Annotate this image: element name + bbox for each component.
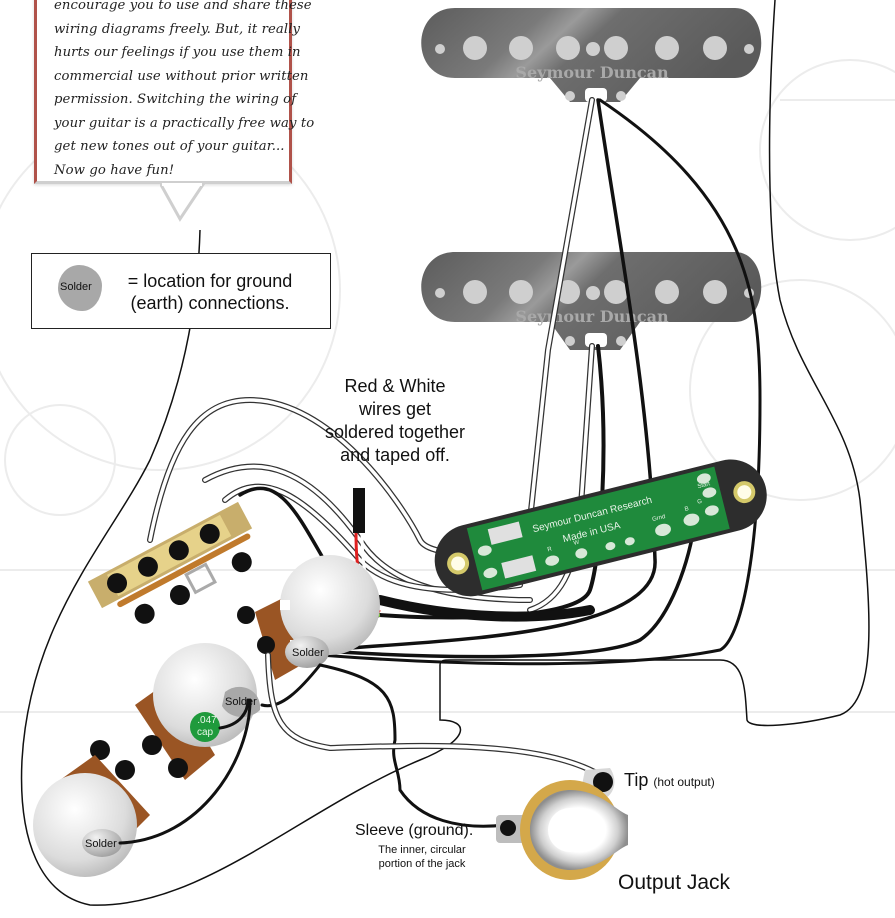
legend-text: = location for ground (earth) connection… (110, 270, 310, 314)
legend-line-2: (earth) connections. (130, 293, 290, 313)
middle-pickup: Seymour Duncan (421, 252, 762, 350)
neck-pickup-brand: Seymour Duncan (515, 63, 669, 82)
annotation-sleeve-sub: The inner, circular portion of the jack (362, 843, 482, 871)
legend-blob-label: Solder (60, 281, 92, 293)
note-line: wiring diagrams freely. But, it really (54, 21, 301, 37)
tip-label: Tip (624, 770, 649, 790)
five-way-switch (87, 501, 253, 624)
note-line: Now go have fun! (54, 162, 175, 178)
annotation-tip: Tip (hot output) (624, 770, 715, 791)
sleeve-sub-line: portion of the jack (378, 858, 466, 870)
middle-pickup-brand: Seymour Duncan (515, 307, 669, 326)
pcb-pad-start: Start (697, 481, 711, 490)
pcb-pad-r: R (547, 546, 553, 553)
cap-value: .047 (197, 715, 217, 726)
pickguard-outline (20, 0, 870, 906)
note-text: encourage you to use and share these wir… (54, 0, 315, 182)
annotation-sleeve: Sleeve (ground). (355, 822, 474, 839)
solder-label-tone2: Solder (85, 838, 117, 850)
pcb-pad-w: W (573, 540, 580, 547)
sleeve-sub-line: The inner, circular (378, 844, 466, 856)
note-line: commercial use without prior written (54, 68, 309, 84)
note-line: get new tones out of your guitar... (54, 139, 285, 154)
note-bubble (34, 0, 292, 184)
solder-legend: Solder = location for ground (earth) con… (31, 253, 331, 329)
solder-label-tone1: Solder (225, 696, 257, 708)
solder-label-volume: Solder (292, 647, 324, 659)
pcb-pad-g: G (697, 499, 703, 506)
annotation-line: wires get (358, 399, 432, 419)
solder-blob-icon (58, 265, 102, 311)
annotation-output-jack: Output Jack (618, 871, 731, 894)
neck-pickup: Seymour Duncan (421, 8, 762, 102)
legend-line-1: = location for ground (127, 271, 293, 291)
annotation-line: soldered together (324, 422, 466, 442)
ground-output-wires (118, 652, 603, 845)
note-line: your guitar is a practically free way to (54, 115, 315, 131)
cap-unit: cap (197, 727, 214, 738)
pcb-pad-grnd: Grnd (652, 514, 666, 523)
note-line: encourage you to use and share these (54, 0, 312, 13)
annotation-red-white: Red & White wires get soldered together … (310, 375, 480, 467)
bridge-pickup-pcb: Seymour Duncan Research Made in USA R W … (434, 459, 767, 597)
note-line: hurts our feelings if you use them in (54, 45, 301, 60)
tip-sublabel: (hot output) (653, 775, 715, 789)
annotation-line: and taped off. (340, 445, 450, 465)
note-bubble-pointer (160, 183, 206, 222)
tone-pot-1: .047 cap (90, 643, 257, 780)
output-jack (496, 768, 628, 880)
annotation-line: Red & White (344, 376, 446, 396)
pcb-pad-b: B (684, 506, 689, 513)
note-line: permission. Switching the wiring of (54, 92, 297, 107)
